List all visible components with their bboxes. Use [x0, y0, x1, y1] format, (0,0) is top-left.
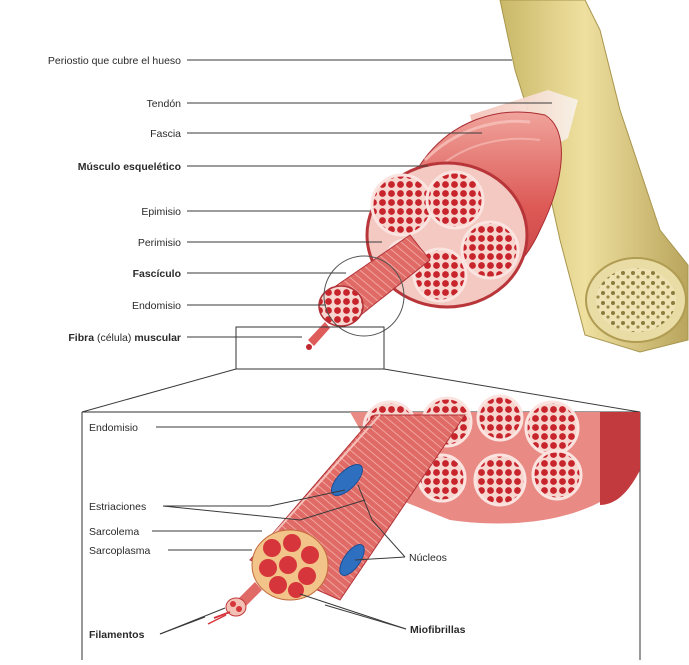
label-endomysium: Endomisio	[132, 300, 181, 312]
inset-label-striations: Estriaciones	[89, 501, 146, 513]
myofibrils-bundle	[252, 530, 328, 600]
label-fascicle: Fascículo	[133, 268, 181, 280]
label-epimysium: Epimisio	[141, 206, 181, 218]
inset-label-endomysium: Endomisio	[89, 422, 138, 434]
inset-label-filaments: Filamentos	[89, 629, 145, 641]
muscle-fiber	[306, 322, 330, 350]
label-periosteum: Periostio que cubre el hueso	[48, 55, 181, 67]
label-perimysium: Perimisio	[138, 237, 181, 249]
label-muscle-fiber: Fibra (célula) muscular	[68, 332, 181, 344]
inset-label-myofibrils: Miofibrillas	[410, 624, 466, 636]
inset-label-sarcoplasm: Sarcoplasma	[89, 545, 150, 557]
label-skeletal-muscle: Músculo esquelético	[78, 161, 181, 173]
label-tendon: Tendón	[147, 98, 182, 110]
label-muscle-fiber-a: Fibra	[68, 332, 94, 344]
filaments	[208, 582, 262, 624]
inset-label-sarcolemma: Sarcolema	[89, 526, 139, 538]
label-fascia: Fascia	[150, 128, 181, 140]
label-muscle-fiber-c: muscular	[134, 332, 181, 344]
inset-label-nuclei: Núcleos	[409, 552, 447, 564]
label-muscle-fiber-b: (célula)	[94, 332, 134, 344]
